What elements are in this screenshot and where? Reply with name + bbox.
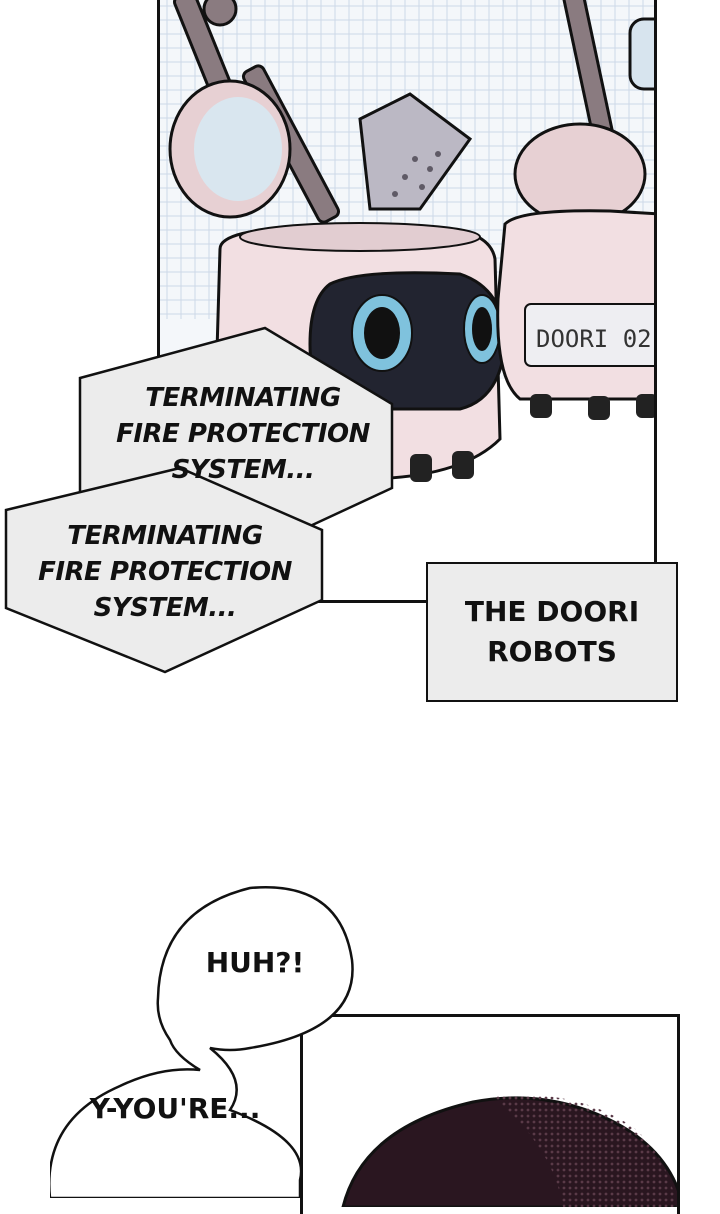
- hex-balloons: [4, 326, 394, 674]
- right-robot: DOORI 02: [496, 122, 654, 420]
- speech-bubble-outline: [50, 886, 354, 1198]
- right-robot-arm: [562, 0, 654, 160]
- robot-nameplate: [524, 303, 654, 367]
- speech-bubbles: [50, 886, 354, 1198]
- speech-bubble-huh: HUH?!: [205, 946, 305, 979]
- caption-box: THE DOORI ROBOTS: [426, 562, 678, 702]
- robot-nameplate-label: DOORI 02: [536, 325, 652, 353]
- system-message-2: TERMINATING FIRE PROTECTION SYSTEM...: [38, 521, 292, 623]
- character-hair-illustration: [341, 1095, 677, 1207]
- speech-bubble-youre: Y-YOU'RE...: [89, 1092, 261, 1125]
- system-message-1: TERMINATING FIRE PROTECTION SYSTEM...: [116, 383, 370, 485]
- caption-text: THE DOORI ROBOTS: [464, 595, 640, 668]
- hex-balloon-2: [4, 466, 324, 674]
- panel-character: [300, 1014, 680, 1214]
